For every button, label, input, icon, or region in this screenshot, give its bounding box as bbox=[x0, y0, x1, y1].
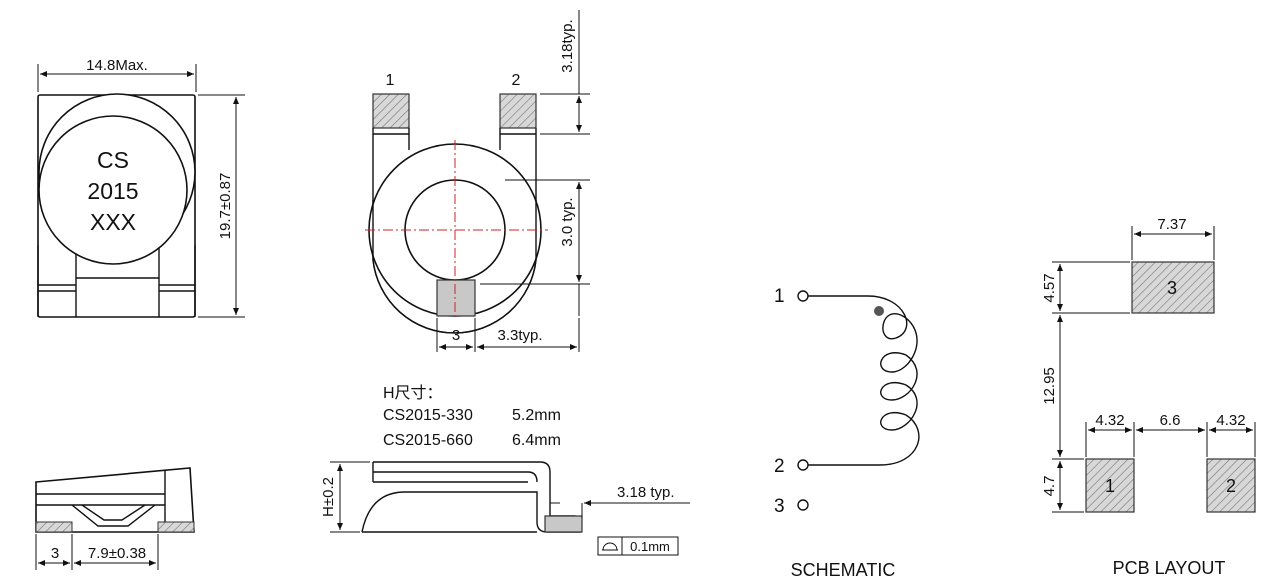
pcb-pad-2-label: 2 bbox=[1226, 476, 1236, 496]
top-view: 14.8Max. CS 2015 XXX 19.7±0.87 bbox=[37, 57, 245, 318]
front-view: 1 2 3.18typ. 3.0 typ. bbox=[365, 10, 590, 352]
pcb-pad-3-label: 3 bbox=[1167, 278, 1177, 298]
pcb-pad-1-label: 1 bbox=[1105, 476, 1115, 496]
pcb-layout: 3 1 2 7.37 4.57 12.95 4.7 4.32 6.6 4.32 … bbox=[1041, 216, 1256, 578]
pcb-dim-gap: 12.95 bbox=[1041, 367, 1058, 405]
side-dim-a: 3 bbox=[51, 545, 59, 562]
top-width-dim: 14.8Max. bbox=[86, 57, 148, 74]
schematic-label: SCHEMATIC bbox=[791, 560, 896, 580]
height-row-1-value: 5.2mm bbox=[512, 407, 561, 424]
top-height-dim: 19.7±0.87 bbox=[217, 173, 234, 240]
height-row-2-value: 6.4mm bbox=[512, 432, 561, 449]
height-row-1-model: CS2015-330 bbox=[383, 407, 473, 424]
height-table-title: H尺寸： bbox=[383, 384, 443, 402]
side-dim-h: H±0.2 bbox=[320, 477, 337, 517]
side-view-left: 3 7.9±0.38 bbox=[35, 467, 195, 570]
pcb-dim-top-width: 7.37 bbox=[1157, 216, 1186, 233]
side-view-right: H±0.2 3.18 typ. 0.1mm bbox=[320, 461, 690, 556]
height-table: H尺寸： CS2015-330 5.2mm CS2015-660 6.4mm bbox=[383, 384, 561, 449]
pcb-dim-bottom-height: 4.7 bbox=[1041, 476, 1058, 497]
pin1-label: 1 bbox=[386, 72, 395, 89]
schematic-pin-3: 3 bbox=[774, 496, 785, 517]
pin2-label: 2 bbox=[512, 72, 521, 89]
pcb-dim-spacing: 6.6 bbox=[1160, 412, 1181, 429]
front-dim-top: 3.18typ. bbox=[559, 19, 576, 72]
side-dim-lead: 3.18 typ. bbox=[617, 484, 675, 501]
front-dim-mid: 3.0 typ. bbox=[559, 197, 576, 246]
pcb-layout-label: PCB LAYOUT bbox=[1113, 558, 1226, 578]
schematic-pin-1: 1 bbox=[774, 286, 785, 307]
height-row-2-model: CS2015-660 bbox=[383, 432, 473, 449]
side-dim-b: 7.9±0.38 bbox=[88, 545, 146, 562]
pcb-dim-left-width: 4.32 bbox=[1095, 412, 1124, 429]
front-dim-bottom: 3.3typ. bbox=[497, 327, 542, 344]
flatness-value: 0.1mm bbox=[630, 539, 670, 554]
pcb-dim-top-height: 4.57 bbox=[1041, 273, 1058, 302]
marking-line-3: XXX bbox=[90, 209, 136, 235]
marking-line-1: CS bbox=[97, 147, 129, 173]
front-dim-pin3: 3 bbox=[452, 327, 460, 344]
schematic-pin-2: 2 bbox=[774, 456, 785, 477]
marking-line-2: 2015 bbox=[87, 178, 138, 204]
pcb-dim-right-width: 4.32 bbox=[1216, 412, 1245, 429]
schematic: 1 2 3 SCHEMATIC bbox=[774, 286, 920, 580]
